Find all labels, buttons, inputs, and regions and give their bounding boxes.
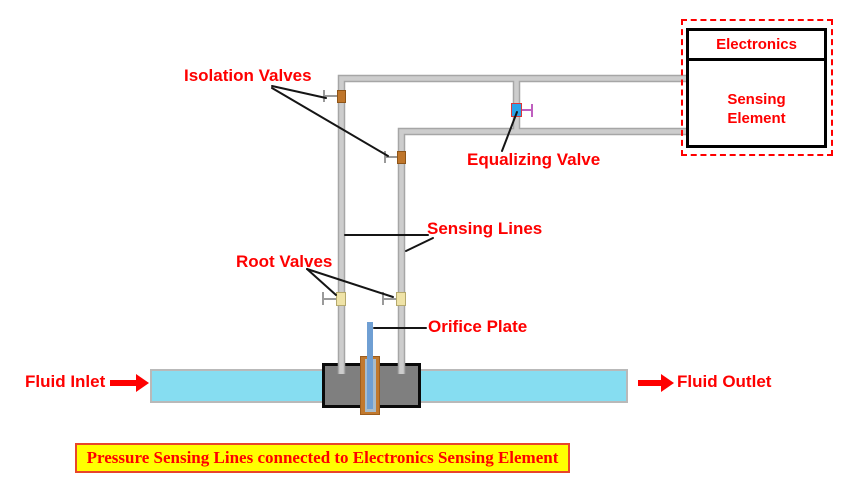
- electronics-dashed-border: [681, 19, 833, 156]
- sensing-element-line2: Element: [727, 110, 786, 127]
- root-valve-2-handle-stem: [384, 298, 397, 300]
- fluid-outlet-arrow-head: [661, 374, 674, 392]
- equalizing-valve-label: Equalizing Valve: [467, 150, 601, 169]
- root-valve-1-handle-bar: [322, 292, 324, 305]
- fluid-inlet-arrow-head: [136, 374, 149, 392]
- caption-banner: Pressure Sensing Lines connected to Elec…: [75, 443, 570, 473]
- root-valve-2: [396, 292, 406, 306]
- isolation-valves-label: Isolation Valves: [184, 66, 312, 85]
- root-valve-2-handle-bar: [382, 292, 384, 305]
- fluid-inlet-label: Fluid Inlet: [25, 372, 106, 391]
- root-valve-1-handle-stem: [324, 298, 337, 300]
- equalizing-valve-handle-bar: [531, 104, 533, 117]
- orifice-plate-label: Orifice Plate: [428, 317, 528, 336]
- fluid-outlet-arrow: [638, 380, 662, 386]
- electronics-box: Electronics Sensing Element: [686, 28, 827, 148]
- orifice-plate-bar: [367, 322, 373, 409]
- sensing-element-line1: Sensing: [727, 91, 786, 108]
- isolation-valve-1: [337, 90, 346, 103]
- caption-text: Pressure Sensing Lines connected to Elec…: [86, 448, 559, 467]
- isolation-valve-2: [397, 151, 406, 164]
- fluid-outlet-label: Fluid Outlet: [677, 372, 772, 391]
- sensing-lines-label: Sensing Lines: [427, 219, 543, 238]
- isolation-valve-2-handle-stem: [386, 156, 399, 158]
- equalizing-valve-body: [511, 103, 522, 117]
- isolation-valve-2-handle-bar: [384, 151, 386, 163]
- root-valves-label: Root Valves: [236, 252, 333, 271]
- equalizing-valve-handle-stem: [522, 109, 532, 111]
- sensing-element-label: Sensing Element: [689, 61, 824, 151]
- root-valve-1: [336, 292, 346, 306]
- electronics-box-header: Electronics: [689, 31, 824, 61]
- fluid-inlet-arrow: [110, 380, 137, 386]
